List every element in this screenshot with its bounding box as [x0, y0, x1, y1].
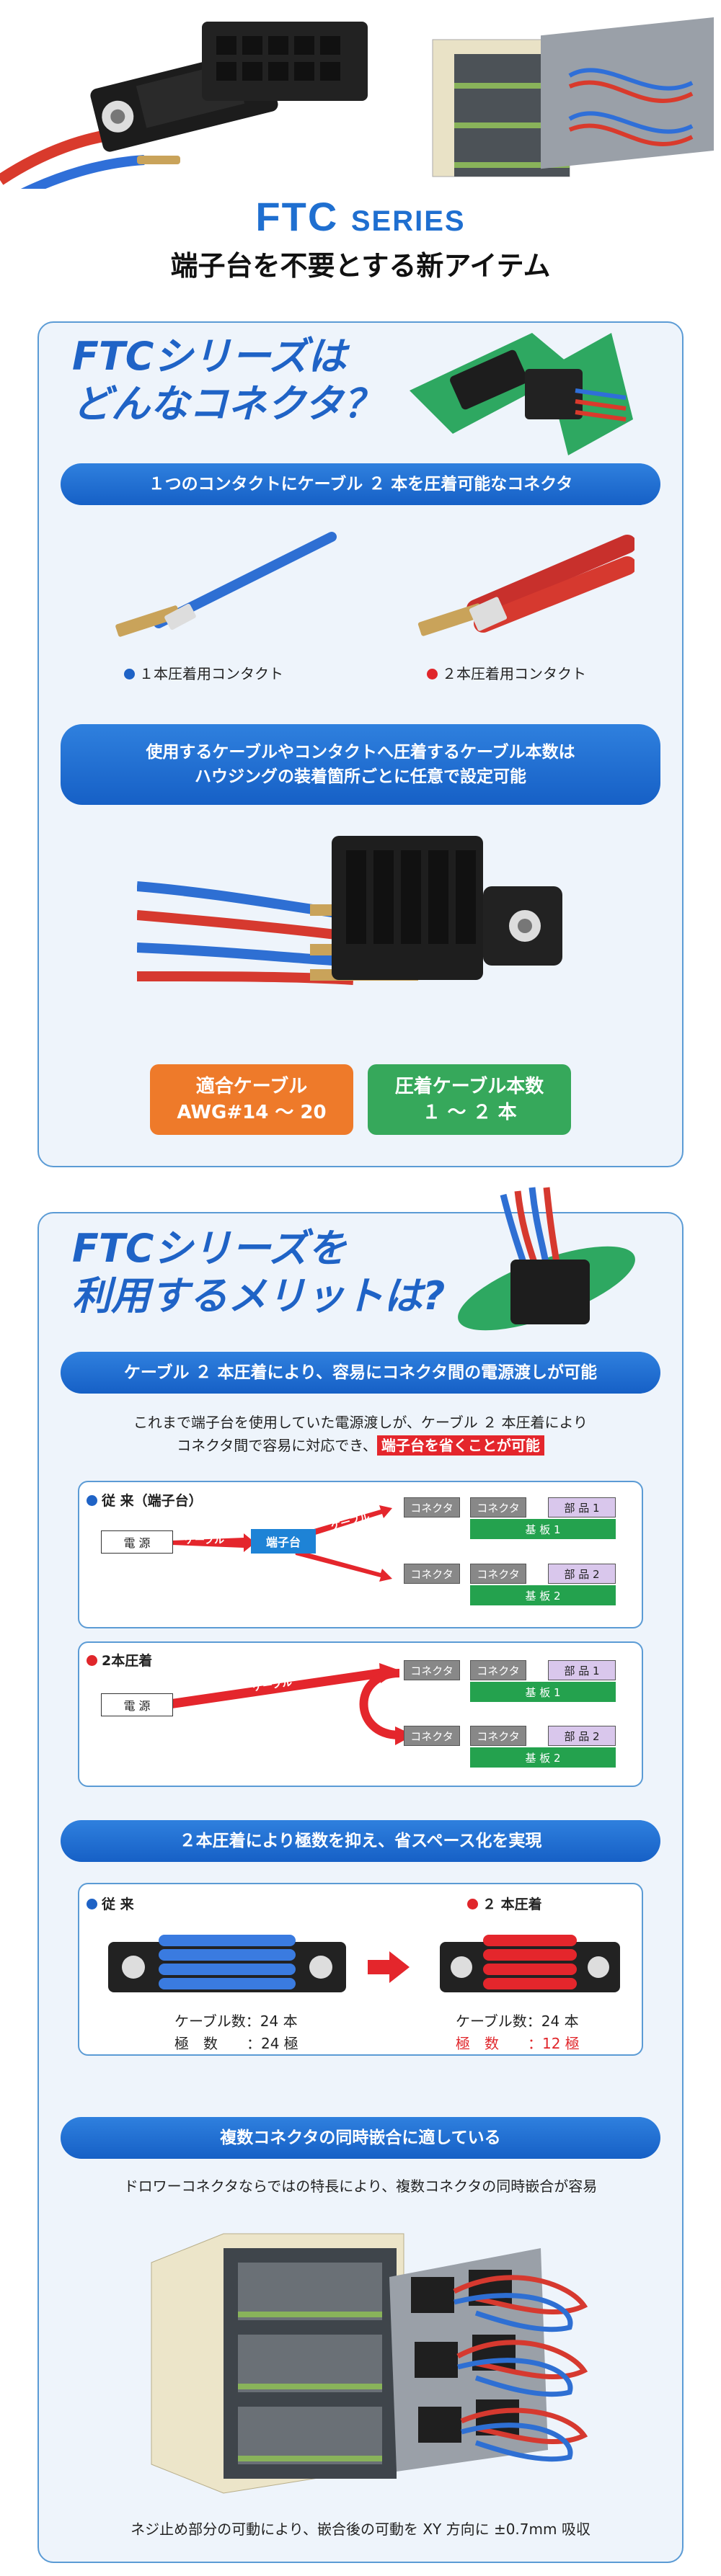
red-bullet-icon — [87, 1655, 97, 1666]
double-part-1: 部 品 1 — [548, 1660, 616, 1680]
tag-count-value: １ ～ ２ 本 — [422, 1102, 517, 1123]
double-connector-2b: コネクタ — [470, 1726, 526, 1746]
feature-pill-double-crimp: １つのコンタクトにケーブル ２ 本を圧着可能なコネクタ — [61, 463, 660, 505]
conv-label-text: 従 来（端子台） — [102, 1493, 203, 1509]
conv-part-1: 部 品 1 — [548, 1497, 616, 1517]
left-cable-count: ケーブル数：24 本 — [174, 2013, 298, 2030]
blue-bullet-icon — [124, 669, 135, 679]
conv-terminal-block: 端子台 — [251, 1529, 316, 1554]
series-subtitle: 端子台を不要とする新アイテム — [170, 250, 551, 282]
connector-board-image — [395, 311, 640, 470]
power-relay-line1: これまで端子台を使用していた電源渡しが、ケーブル ２ 本圧着により — [133, 1414, 588, 1431]
conv-power-box: 電 源 — [101, 1530, 173, 1554]
compare-left-text: 従 来 — [102, 1897, 134, 1912]
double-contact-label: ２本圧着用コンタクト — [442, 665, 586, 682]
double-contact-caption: ２本圧着用コンタクト — [427, 662, 586, 683]
conv-connector-1a: コネクタ — [404, 1497, 460, 1517]
single-contact-image — [94, 522, 339, 652]
feature-pill-space-saving: ２本圧着により極数を抑え、省スペース化を実現 — [61, 1820, 660, 1862]
conv-board-1: 基 板 1 — [470, 1519, 616, 1539]
single-contact-caption: １本圧着用コンタクト — [124, 662, 283, 683]
feature-pill-configurable: 使用するケーブルやコンタクトへ圧着するケーブル本数は ハウジングの装着箇所ごとに… — [61, 724, 660, 805]
section2-title: FTCシリーズを 利用するメリットは? — [72, 1225, 445, 1320]
tag-count-label: 圧着ケーブル本数 — [394, 1076, 544, 1097]
housing-cable-image — [136, 821, 584, 1038]
diagram-conventional-label: 従 来（端子台） — [87, 1490, 203, 1510]
conv-connector-1b: コネクタ — [470, 1497, 526, 1517]
compare-right-specs: ケーブル数：24 本 極 数 ：12 極 — [456, 2010, 580, 2055]
section2-title-line1: FTCシリーズを — [72, 1226, 347, 1271]
section1-title-line2: どんなコネクタ？ — [72, 381, 382, 427]
conv-part-2: 部 品 2 — [548, 1564, 616, 1584]
compare-left-specs: ケーブル数：24 本 極 数 ：24 極 — [174, 2010, 298, 2055]
highlight-remove-terminal: 端子台を省くことが可能 — [376, 1435, 544, 1456]
double-connector-1a: コネクタ — [404, 1660, 460, 1680]
compare-left-label: 従 来 — [87, 1894, 134, 1913]
drawer-cabinet-image — [137, 2219, 598, 2500]
double-part-2: 部 品 2 — [548, 1726, 616, 1746]
red-bullet-icon — [427, 669, 438, 679]
double-power-box: 電 源 — [101, 1693, 173, 1716]
feature-pill-simultaneous-mating: 複数コネクタの同時嵌合に適している — [61, 2117, 660, 2159]
connector-green-board-image — [438, 1180, 655, 1346]
tag-cable-value: AWG#14 ～ 20 — [177, 1102, 327, 1123]
blue-bullet-icon — [87, 1495, 97, 1506]
tag-crimp-count: 圧着ケーブル本数 １ ～ ２ 本 — [368, 1064, 571, 1135]
double-connector-1b: コネクタ — [470, 1660, 526, 1680]
double-label-text: 2本圧着 — [102, 1653, 153, 1669]
section1-title: FTCシリーズは どんなコネクタ？ — [72, 333, 382, 428]
tag-cable-label: 適合ケーブル — [195, 1076, 308, 1097]
footer-caption: ネジ止め部分の可動により、嵌合後の可動を XY 方向に ±0.7mm 吸収 — [131, 2521, 590, 2538]
power-relay-description: これまで端子台を使用していた電源渡しが、ケーブル ２ 本圧着により コネクタ間で… — [61, 1411, 660, 1457]
compare-right-text: ２ 本圧着 — [482, 1897, 542, 1912]
power-relay-line2: コネクタ間で容易に対応でき、端子台を省くことが可能 — [61, 1434, 660, 1457]
series-name: FTC — [255, 194, 339, 239]
right-cable-count: ケーブル数：24 本 — [456, 2013, 579, 2030]
conv-board-2: 基 板 2 — [470, 1585, 616, 1605]
single-contact-label: １本圧着用コンタクト — [139, 665, 283, 682]
section2-title-line2: 利用するメリットは? — [72, 1273, 446, 1319]
red-bullet-icon — [467, 1899, 478, 1909]
diagram-double-label: 2本圧着 — [87, 1650, 152, 1670]
pill2-line2: ハウジングの装着箇所ごとに任意で設定可能 — [195, 767, 526, 786]
left-pole-count: 極 数 ：24 極 — [174, 2035, 298, 2052]
simultaneous-mating-description: ドロワーコネクタならではの特長により、複数コネクタの同時嵌合が容易 — [123, 2178, 598, 2195]
series-title: FTC SERIES — [0, 193, 721, 240]
conv-connector-2b: コネクタ — [470, 1564, 526, 1584]
conv-cable-label: ケーブル — [185, 1535, 225, 1546]
hero-image — [0, 0, 721, 210]
power-relay-line2-text: コネクタ間で容易に対応でき、 — [177, 1437, 377, 1454]
conv-connector-2a: コネクタ — [404, 1564, 460, 1584]
blue-bullet-icon — [87, 1899, 97, 1909]
pill2-line1: 使用するケーブルやコンタクトへ圧着するケーブル本数は — [146, 743, 575, 762]
right-pole-count: 極 数 ：12 極 — [456, 2035, 580, 2052]
series-label: SERIES — [350, 205, 466, 237]
double-board-2: 基 板 2 — [470, 1747, 616, 1768]
conventional-arrows — [172, 1505, 392, 1582]
feature-pill-power-relay: ケーブル ２ 本圧着により、容易にコネクタ間の電源渡しが可能 — [61, 1352, 660, 1394]
compare-right-label: ２ 本圧着 — [467, 1894, 542, 1913]
double-board-1: 基 板 1 — [470, 1682, 616, 1702]
tag-compatible-cable: 適合ケーブル AWG#14 ～ 20 — [150, 1064, 353, 1135]
section1-title-line1: FTCシリーズは — [72, 334, 347, 379]
comparison-connectors-image — [108, 1935, 620, 1992]
double-contact-image — [389, 515, 637, 652]
double-connector-2a: コネクタ — [404, 1726, 460, 1746]
